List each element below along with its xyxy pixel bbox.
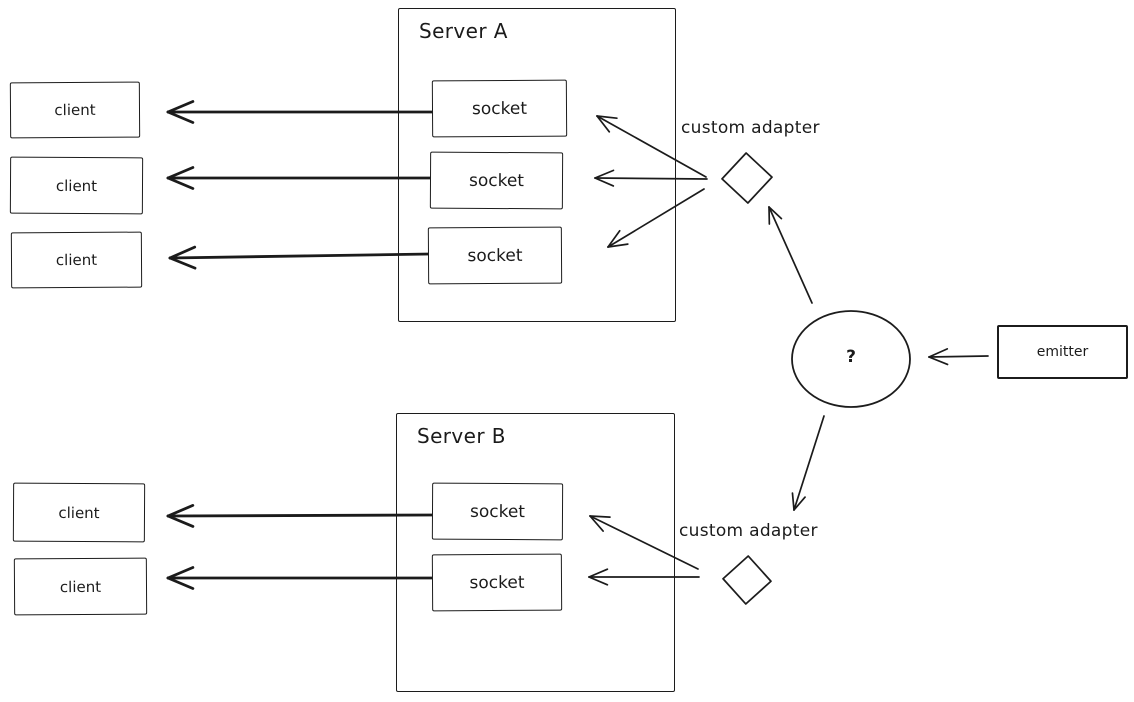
- hub-question-label: ?: [846, 347, 856, 367]
- server-b-container: [396, 413, 675, 692]
- client-a2: client: [9, 156, 144, 215]
- arrow-socket-a2-to-client-a2: [166, 166, 434, 190]
- arrow-socket-a3-to-client-a3: [168, 245, 432, 270]
- server-a-socket-3: socket: [427, 226, 563, 285]
- server-b-socket-1: socket: [431, 482, 564, 541]
- arrow-hub-to-adapter-a: [768, 206, 813, 304]
- emitter-box: emitter: [997, 325, 1128, 379]
- server-a-socket-2: socket: [429, 151, 564, 210]
- client-a3: client: [10, 231, 143, 289]
- custom-adapter-a-label: custom adapter: [681, 118, 820, 138]
- server-a-title: Server A: [419, 19, 508, 43]
- client-b1: client: [12, 482, 146, 543]
- server-a-socket-1: socket: [431, 79, 568, 138]
- arrow-socket-b2-to-client-b2: [166, 566, 434, 590]
- custom-adapter-a-diamond: [721, 152, 773, 204]
- custom-adapter-b-label: custom adapter: [679, 521, 818, 541]
- client-a1: client: [9, 81, 141, 139]
- server-a-container: [398, 8, 676, 322]
- server-b-title: Server B: [417, 424, 506, 448]
- arrow-emitter-to-hub: [928, 348, 989, 366]
- server-b-socket-2: socket: [431, 553, 563, 612]
- arrow-socket-b1-to-client-b1: [166, 503, 434, 528]
- arrow-hub-to-adapter-b: [791, 415, 825, 511]
- custom-adapter-b-diamond: [722, 555, 772, 605]
- arrow-socket-a1-to-client-a1: [166, 100, 434, 124]
- client-b2: client: [13, 557, 148, 616]
